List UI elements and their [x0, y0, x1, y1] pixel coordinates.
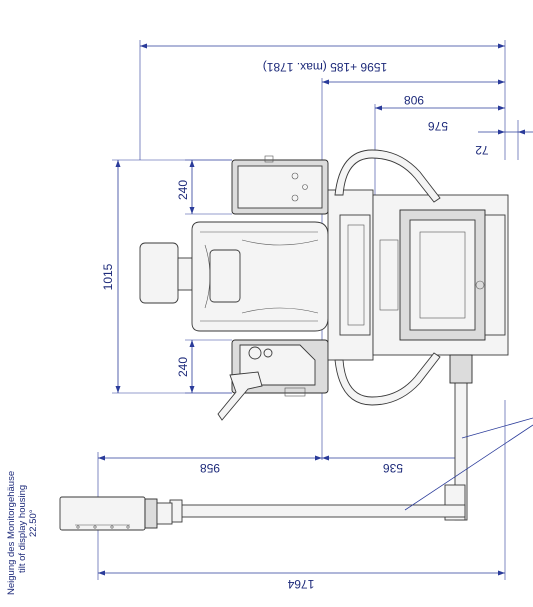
tilt-note: Neigung des Monitorgehäuse tilt of displ…	[6, 471, 39, 595]
dimension-left-240-lower: 240	[176, 339, 232, 394]
dim-label-bottom-958: 958	[200, 461, 220, 475]
dim-label-bottom-536: 536	[383, 461, 403, 475]
dimension-bottom-536: 536	[322, 455, 462, 475]
dim-label-top-72: 72	[475, 143, 489, 157]
dim-label-bottom-1764: 1764	[287, 577, 314, 591]
headrest	[139, 242, 193, 304]
dimension-left-240-upper: 240	[176, 159, 232, 215]
chassis	[327, 189, 509, 361]
tilt-indicator-lines	[404, 417, 533, 511]
tilt-note-angle: 22.50°	[28, 509, 39, 537]
dimension-bottom-1764: 1764	[98, 400, 506, 591]
dim-label-top-576: 576	[428, 119, 448, 133]
upper-handle	[334, 149, 441, 203]
monitor-housing	[59, 496, 173, 531]
dimension-top-total: 1596 +185 (max. 1781)	[139, 40, 506, 160]
dim-label-top-total: 1596 +185 (max. 1781)	[263, 60, 387, 74]
dimension-top-72: 72	[475, 120, 533, 160]
dim-label-left-240-lower: 240	[176, 357, 190, 377]
seat	[191, 221, 329, 332]
monitor-arm	[169, 354, 473, 523]
dim-label-left-1015: 1015	[101, 263, 115, 290]
lower-armrest	[217, 339, 329, 421]
tilt-note-english: tilt of display housing	[17, 485, 28, 573]
dim-label-left-240-upper: 240	[176, 180, 190, 200]
dimension-top-576: 576	[374, 104, 505, 200]
lower-handle	[334, 352, 441, 406]
dim-label-top-908: 908	[404, 93, 424, 107]
upper-armrest	[231, 155, 329, 215]
tilt-note-german: Neigung des Monitorgehäuse	[6, 471, 17, 595]
